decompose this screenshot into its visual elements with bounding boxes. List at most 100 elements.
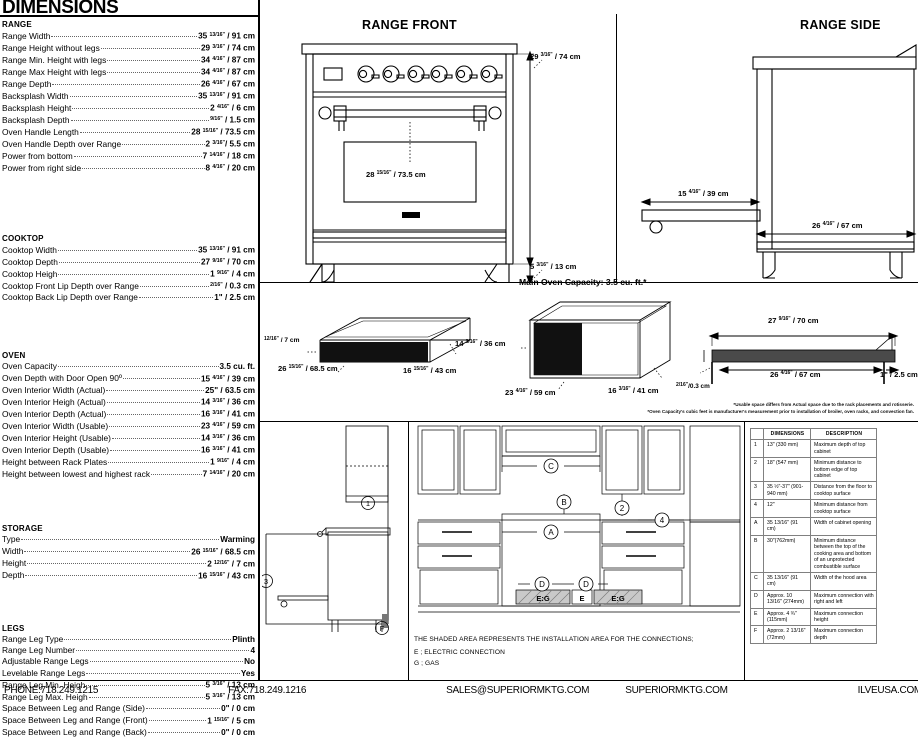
spec-label: Space Between Leg and Range (Front) — [2, 715, 148, 726]
callout-b: B — [561, 498, 566, 507]
spec-value: Plinth — [232, 634, 255, 644]
spec-label: Width — [2, 546, 24, 557]
spec-value: 7 14/16" / 20 cm — [202, 469, 255, 479]
leader-dots — [138, 292, 214, 298]
leader-dots — [139, 281, 210, 287]
connection-label-eg-left: E:G — [536, 594, 550, 603]
footer-site[interactable]: SUPERIORMKTG.COM — [625, 685, 728, 696]
cooktop-slab — [711, 349, 896, 363]
table-cell-dimension: 18" (547 mm) — [763, 457, 811, 483]
spec-value: Warming — [220, 535, 255, 545]
footer-brand-site[interactable]: ILVEUSA.COM — [857, 685, 918, 696]
table-cell-description: Width of cabinet opening — [810, 517, 877, 536]
divider-vertical-front-side — [616, 14, 618, 282]
spec-value: 29 3/16" / 74 cm — [201, 43, 255, 53]
callout-1: 1 — [366, 499, 370, 508]
table-row: D Approx. 10 13/16" (274mm) Maximum conn… — [750, 589, 877, 609]
connection-zone-marker — [382, 614, 388, 628]
divider-vertical-install — [408, 421, 410, 680]
spec-label: Space Between Leg and Range (Side) — [2, 703, 145, 714]
spec-group-heading: RANGE — [2, 20, 32, 29]
spec-label: Height between Rack Plates — [2, 456, 108, 467]
spec-label: Oven Interior Width (Usable) — [2, 420, 109, 431]
table-row: A 35 13/16" (91 cm) Width of cabinet ope… — [750, 517, 877, 536]
cooktop-profile-diagram — [700, 332, 900, 384]
spec-label: Height — [2, 558, 27, 569]
spec-label: Oven Capacity — [2, 361, 57, 372]
spec-value: 2/16" / 0.3 cm — [210, 281, 255, 291]
spec-row: Oven Interior Depth (Actual)16 3/16" / 4… — [0, 408, 258, 420]
spec-label: Range Leg Max. Heigh — [2, 691, 88, 702]
drawer-depth-label: 16 15/16" / 43 cm — [403, 366, 457, 375]
oven-depth-label: 16 3/16" / 41 cm — [608, 386, 659, 395]
spec-value: 28 15/16" / 73.5 cm — [191, 127, 255, 137]
spec-label: Power from bottom — [2, 150, 73, 161]
oven-cavity-diagram — [520, 301, 672, 391]
leader-dots — [72, 103, 210, 109]
range-side-title: RANGE SIDE — [800, 18, 881, 32]
table-header-description: DESCRIPTION — [810, 427, 877, 441]
installation-side-view: 1 3 F — [262, 425, 391, 635]
spec-value: 14 3/16" / 36 cm — [201, 397, 255, 407]
range-front-height-label: 29 3/16" / 74 cm — [530, 52, 581, 61]
spec-value: 2 3/16"/ 5.5 cm — [205, 139, 255, 149]
spec-value: 35 13/16" / 91 cm — [198, 31, 255, 41]
cooktop-total-width-label: 27 9/16" / 70 cm — [768, 316, 819, 325]
table-cell-key: 4 — [750, 499, 764, 519]
leader-dots — [151, 469, 202, 475]
spec-value: 26 15/16" / 68.5 cm — [191, 547, 255, 557]
oven-height-label: 14 3/16" / 36 cm — [455, 339, 506, 348]
leader-dots — [70, 115, 210, 121]
spec-label: Oven Interior Depth (Usable) — [2, 444, 110, 455]
cavity-footnote-2: *Oven Capacity's cubic feet is manufactu… — [647, 409, 914, 414]
spec-label: Range Leg Min. Heigh — [2, 679, 86, 690]
spec-label: Range Min. Height with legs — [2, 54, 107, 65]
table-cell-dimension: 35 13/16" (91 cm) — [763, 517, 811, 536]
spec-label: Oven Handle Depth over Range — [2, 138, 122, 149]
table-cell-key: C — [750, 571, 764, 591]
leader-dots — [106, 385, 205, 391]
spec-value: 7 14/16" / 18 cm — [202, 151, 255, 161]
table-cell-dimension: 12" — [763, 499, 811, 519]
spec-value: 8 4/16" / 20 cm — [205, 163, 255, 173]
spec-value: 0" / 0 cm — [221, 704, 255, 714]
table-cell-description: Distance from the floor to cooktop surfa… — [810, 481, 877, 501]
spec-row: Power from bottom 7 14/16" / 18 cm — [0, 150, 258, 162]
spec-label: Oven Depth with Door Open 90º — [2, 373, 122, 384]
burner-knob — [430, 65, 453, 83]
spec-label: Depth — [2, 570, 25, 581]
vent-grille — [402, 212, 420, 218]
leader-dots — [73, 151, 202, 157]
leader-dots — [51, 31, 198, 37]
footer-email[interactable]: SALES@SUPERIORMKTG.COM — [446, 685, 590, 696]
leader-dots — [25, 570, 198, 577]
burner-knob — [357, 65, 380, 83]
installation-note-1: THE SHADED AREA REPRESENTS THE INSTALLAT… — [414, 636, 694, 643]
table-cell-key: 2 — [750, 457, 764, 483]
spec-label: Cooktop Heigh — [2, 268, 58, 279]
range-side-body-depth-label: 26 4/16" / 67 cm — [812, 221, 863, 230]
leader-dots — [79, 127, 191, 133]
spec-row: Space Between Leg and Range (Back)0" / 0… — [0, 727, 258, 738]
leader-dots — [58, 269, 210, 275]
spec-value: 16 3/16" / 41 cm — [201, 445, 255, 455]
spec-row: Oven Interior Depth (Usable) 16 3/16" / 4… — [0, 444, 258, 456]
table-cell-dimension: 35 ½"-37" (901-940 mm) — [763, 481, 811, 501]
divider-vertical-main — [258, 0, 260, 680]
leader-dots — [76, 645, 250, 652]
spec-value: 25" / 63.5 cm — [205, 385, 255, 395]
table-cell-description: Maximum connection with right and left — [810, 589, 877, 609]
leader-dots — [24, 546, 191, 553]
spec-value: 9/16" / 1.5 cm — [210, 115, 255, 125]
installation-note-2: E ; ELECTRIC CONNECTION — [414, 649, 505, 656]
